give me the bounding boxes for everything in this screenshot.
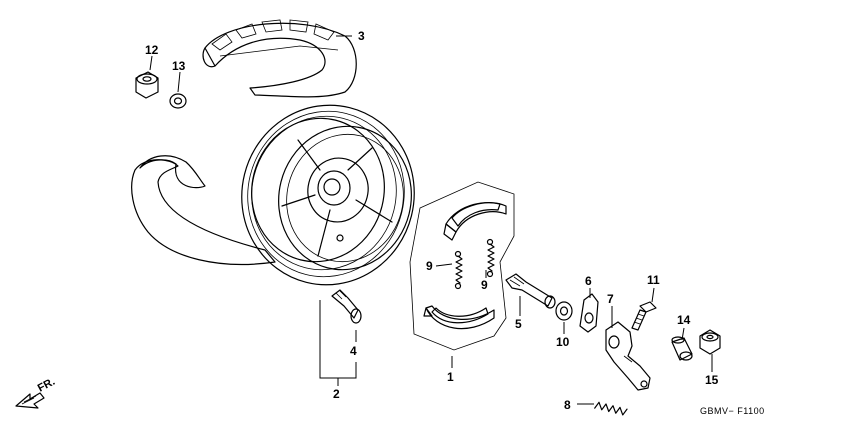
valve-stem-4 — [331, 289, 362, 324]
callout-labels: 3 12 13 4 2 1 9 9 5 6 10 7 8 11 14 15 — [145, 29, 719, 412]
callout-2: 2 — [333, 387, 340, 401]
brake-shoe-lower — [423, 305, 495, 330]
washer-10 — [555, 301, 573, 321]
callout-9-right: 9 — [481, 278, 488, 292]
nut-15 — [699, 329, 721, 355]
callout-11: 11 — [647, 273, 660, 287]
shoe-spring-right — [486, 238, 495, 278]
brake-arm-7 — [605, 321, 651, 391]
washer-13 — [169, 93, 187, 109]
front-arrow-icon — [15, 392, 45, 409]
leader-lines — [149, 35, 713, 405]
brake-shoe-group-outline — [409, 181, 515, 351]
callout-5: 5 — [515, 317, 522, 331]
callout-9-left: 9 — [426, 259, 433, 273]
wear-indicator-6 — [579, 293, 599, 333]
tire — [131, 19, 357, 265]
bolt-11 — [631, 301, 657, 331]
drawing-code: GBMV− F1100 — [700, 406, 765, 416]
callout-1: 1 — [447, 370, 454, 384]
brake-cam-5 — [505, 273, 556, 309]
wheel-rim — [241, 104, 415, 286]
callout-15: 15 — [705, 373, 719, 387]
callout-4: 4 — [350, 344, 357, 358]
callout-3: 3 — [358, 29, 365, 43]
joint-pin-14 — [671, 336, 693, 361]
callout-14: 14 — [677, 313, 691, 327]
callout-12: 12 — [145, 43, 159, 57]
callout-10: 10 — [556, 335, 570, 349]
callout-13: 13 — [172, 59, 186, 73]
return-spring-8 — [594, 401, 628, 416]
front-direction-indicator: FR. — [15, 376, 57, 409]
callout-7: 7 — [607, 292, 614, 306]
brake-shoe-upper — [443, 202, 507, 241]
flange-nut-12 — [135, 71, 159, 99]
shoe-spring-left — [454, 250, 463, 290]
front-label: FR. — [36, 376, 57, 395]
callout-8: 8 — [564, 398, 571, 412]
callout-6: 6 — [585, 274, 592, 288]
